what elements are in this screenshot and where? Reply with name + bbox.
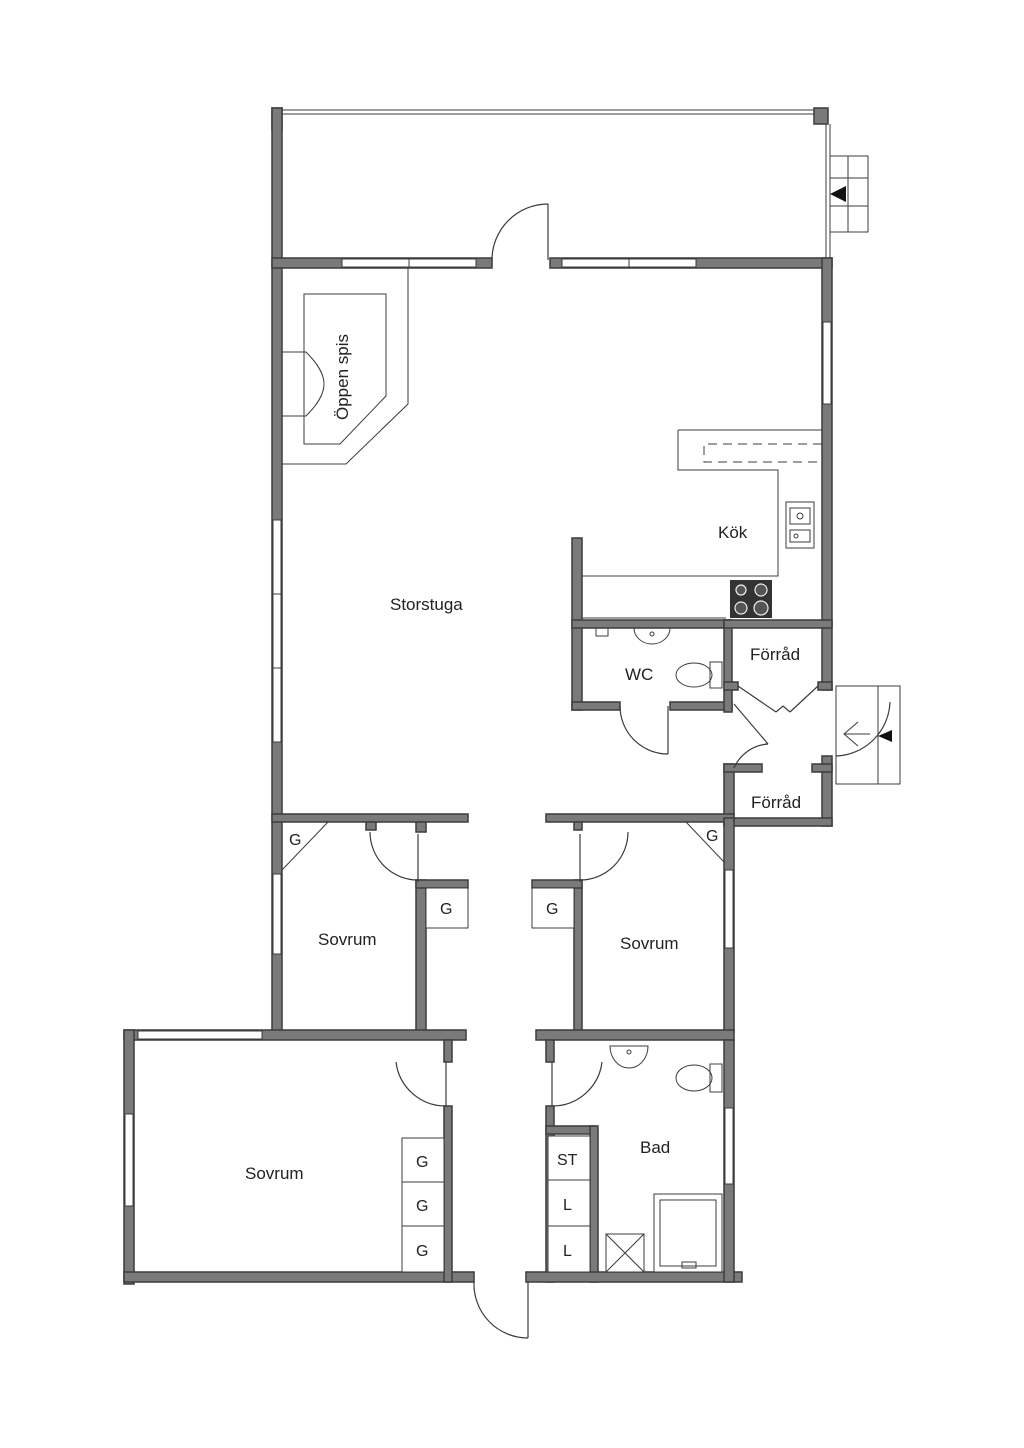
- bedroom-right-label: Sovrum: [620, 934, 679, 953]
- fireplace: Öppen spis: [282, 268, 409, 465]
- closet-label: G: [416, 1154, 428, 1171]
- storage-upper-label: Förråd: [750, 645, 800, 664]
- wc-fixtures: [595, 627, 723, 689]
- closet-label: G: [706, 828, 718, 845]
- porch: [280, 109, 869, 258]
- storage-lower-label: Förråd: [751, 793, 801, 812]
- closet-label: G: [440, 901, 452, 918]
- closet-label: G: [546, 901, 558, 918]
- closet-label: G: [416, 1198, 428, 1215]
- bath-label: Bad: [640, 1138, 670, 1157]
- closet-label: L: [563, 1243, 572, 1260]
- closet-label: ST: [557, 1152, 578, 1169]
- closet-label: G: [416, 1243, 428, 1260]
- doors: [369, 203, 901, 1339]
- windows: [124, 258, 832, 1207]
- bath-fixtures: [605, 1045, 723, 1273]
- side-entry-arrow-icon: [878, 730, 892, 742]
- kitchen-label: Kök: [718, 523, 748, 542]
- wc-label: WC: [625, 665, 653, 684]
- kitchen-fixtures: [582, 429, 822, 619]
- bedroom-large-label: Sovrum: [245, 1164, 304, 1183]
- bedroom-left-label: Sovrum: [318, 930, 377, 949]
- closets: [281, 821, 725, 1273]
- fireplace-label: Öppen spis: [333, 334, 352, 420]
- living-room-label: Storstuga: [390, 595, 463, 614]
- closet-label: L: [563, 1197, 572, 1214]
- closet-label: G: [289, 832, 301, 849]
- entry-arrow-icon: [830, 186, 846, 202]
